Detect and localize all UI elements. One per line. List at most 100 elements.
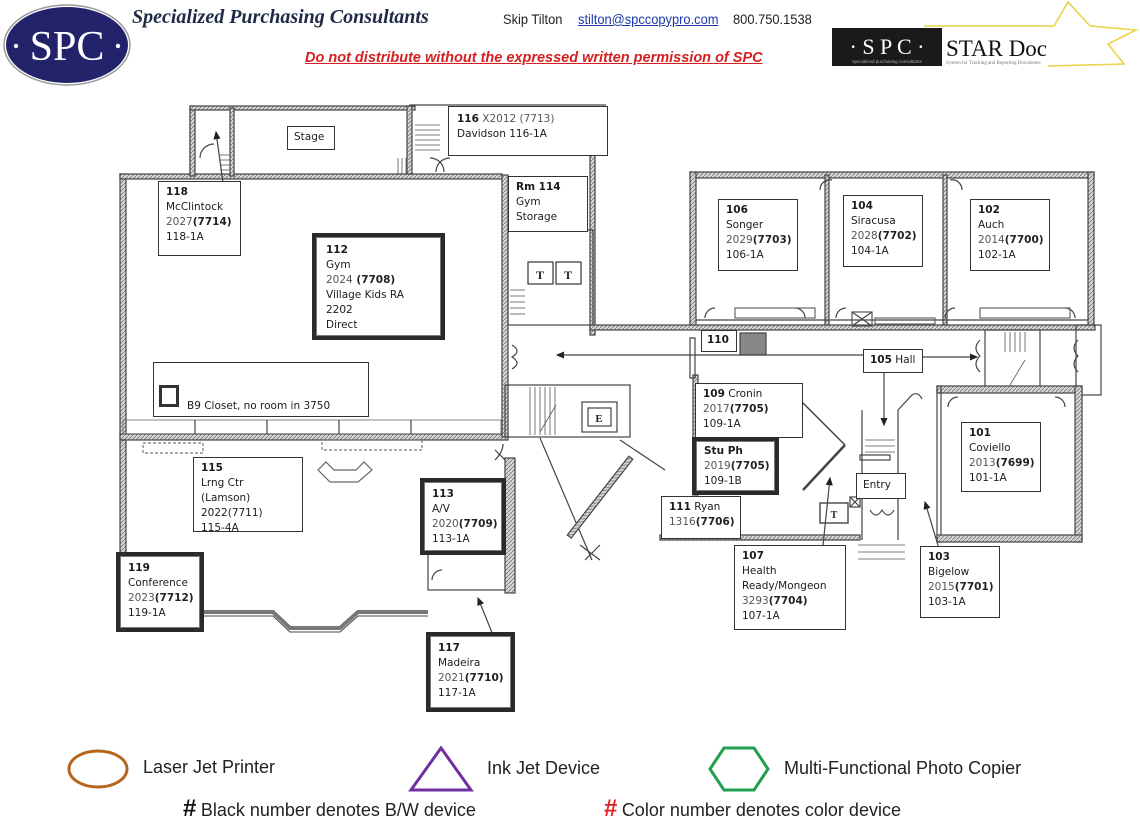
room-114-name2: Storage	[516, 211, 558, 223]
room-113-ext: 2020	[432, 518, 459, 530]
room-107-device: (7704)	[768, 595, 808, 607]
room-109-label: 109 Cronin 2017(7705) 109-1A	[695, 383, 803, 438]
b9-closet-text: B9 Closet, no room in 3750	[187, 400, 331, 412]
room-106-ext: 2029	[726, 234, 753, 246]
legend-mfp-label: Multi-Functional Photo Copier	[784, 758, 1022, 778]
entry-text: Entry	[863, 479, 891, 491]
room-101-device: (7699)	[995, 457, 1035, 469]
room-stu-ph-label: Stu Ph 2019(7705) 109-1B	[692, 437, 779, 495]
room-104-device: (7702)	[877, 230, 917, 242]
room-109-number: 109	[703, 388, 725, 400]
room-103-code: 103-1A	[928, 596, 966, 608]
contact-name: Skip Tilton	[503, 11, 563, 27]
legend-mfp-icon	[706, 744, 772, 799]
bw-note-text: Black number denotes B/W device	[200, 800, 476, 820]
room-119-code: 119-1A	[128, 607, 166, 619]
room-117-label: 117 Madeira 2021(7710) 117-1A	[426, 632, 515, 712]
room-107-number: 107	[742, 550, 764, 562]
legend-bw-note: # Black number denotes B/W device	[183, 795, 476, 823]
room-110-text: 110	[707, 334, 729, 346]
room-112-label: 112 Gym 2024 (7708) Village Kids RA 2202…	[312, 233, 445, 340]
room-115-code: 115-4A	[201, 522, 239, 534]
room-stu-ph-ext: 2019	[704, 460, 731, 472]
company-name: Specialized Purchasing Consultants	[132, 6, 429, 28]
room-106-label: 106 Songer 2029(7703) 106-1A	[718, 199, 798, 271]
room-102-code: 102-1A	[978, 249, 1016, 261]
room-107-code: 107-1A	[742, 610, 780, 622]
contact-email-link[interactable]: stilton@spccopypro.com	[578, 11, 719, 27]
room-107-label: 107 Health Ready/Mongeon 3293(7704) 107-…	[734, 545, 846, 630]
room-115-ext-device: 2022(7711)	[201, 507, 263, 519]
room-118-label: 118 McClintock 2027(7714) 118-1A	[158, 181, 241, 256]
room-115-number: 115	[201, 462, 223, 474]
room-113-device: (7709)	[458, 518, 498, 530]
room-117-number: 117	[438, 642, 460, 654]
elevator-mark: E	[595, 413, 602, 425]
room-118-code: 118-1A	[166, 231, 204, 243]
spc-logo: SPC	[2, 3, 132, 87]
room-114-name: Gym	[516, 196, 541, 208]
room-101-code: 101-1A	[969, 472, 1007, 484]
logo-text: SPC	[30, 24, 105, 70]
room-118-number: 118	[166, 186, 188, 198]
room-106-number: 106	[726, 204, 748, 216]
room-102-name: Auch	[978, 219, 1005, 231]
toilet-mark-3: T	[831, 510, 838, 521]
room-112-ext: 2024	[326, 274, 353, 286]
room-101-label: 101 Coviello 2013(7699) 101-1A	[961, 422, 1041, 492]
toilet-mark-1: T	[536, 268, 544, 282]
stardoc-title: STAR Doc	[946, 36, 1047, 61]
room-stu-ph-code: 109-1B	[704, 475, 742, 487]
room-102-device: (7700)	[1004, 234, 1044, 246]
room-103-device: (7701)	[954, 581, 994, 593]
legend-inkjet-label: Ink Jet Device	[487, 758, 601, 778]
room-116-device: X2012 (7713)	[478, 113, 555, 125]
room-117-device: (7710)	[464, 672, 504, 684]
color-note-text: Color number denotes color device	[621, 800, 901, 820]
floor-plan-drawing: T T E	[119, 104, 1102, 641]
room-103-number: 103	[928, 551, 950, 563]
stage-text: Stage	[294, 131, 325, 143]
room-119-device: (7712)	[154, 592, 194, 604]
room-114-label: Rm 114 Gym Storage	[508, 176, 588, 232]
legend-laser-icon	[66, 748, 130, 795]
room-107-name2: Ready/Mongeon	[742, 580, 827, 592]
room-111-number: 111	[669, 501, 691, 513]
room-109-device: (7705)	[729, 403, 769, 415]
room-117-name: Madeira	[438, 657, 481, 669]
room-118-device: (7714)	[192, 216, 232, 228]
stardoc-spc-subtitle: specialized purchasing consultants	[852, 59, 922, 64]
stardoc-logo: · S P C · specialized purchasing consult…	[828, 0, 1140, 72]
room-112-number: 112	[326, 244, 348, 256]
room-113-number: 113	[432, 488, 454, 500]
device-square-icon	[159, 385, 179, 407]
room-106-name: Songer	[726, 219, 764, 231]
stardoc-spc-text: · S P C ·	[850, 34, 925, 59]
room-111-name: Ryan	[690, 501, 721, 513]
entry-label: Entry	[856, 473, 906, 499]
room-104-number: 104	[851, 200, 873, 212]
room-117-code: 117-1A	[438, 687, 476, 699]
room-111-label: 111 Ryan 1316(7706)	[661, 496, 741, 539]
room-114-number: Rm 114	[516, 181, 561, 193]
room-111-ext: 1316	[669, 516, 696, 528]
room-119-label: 119 Conference 2023(7712) 119-1A	[116, 552, 204, 632]
room-102-ext: 2014	[978, 234, 1005, 246]
room-stu-ph-device: (7705)	[730, 460, 770, 472]
room-104-code: 104-1A	[851, 245, 889, 257]
room-106-code: 106-1A	[726, 249, 764, 261]
room-115-label: 115 Lrng Ctr (Lamson) 2022(7711) 115-4A	[193, 457, 303, 534]
bw-hash-icon: #	[183, 795, 197, 822]
room-stu-ph-number: Stu Ph	[704, 445, 743, 457]
room-113-label: 113 A/V 2020(7709) 113-1A	[420, 478, 506, 555]
room-112-extra2: Direct	[326, 319, 358, 331]
room-113-name: A/V	[432, 503, 450, 515]
room-112-extra: Village Kids RA 2202	[326, 289, 404, 316]
room-111-device: (7706)	[695, 516, 735, 528]
room-107-ext: 3293	[742, 595, 769, 607]
hall-105-label: 105 Hall	[863, 349, 923, 373]
distribution-warning: Do not distribute without the expressed …	[305, 50, 763, 66]
legend-laser-label: Laser Jet Printer	[143, 757, 276, 777]
room-101-name: Coviello	[969, 442, 1011, 454]
contact-phone: 800.750.1538	[733, 11, 812, 27]
